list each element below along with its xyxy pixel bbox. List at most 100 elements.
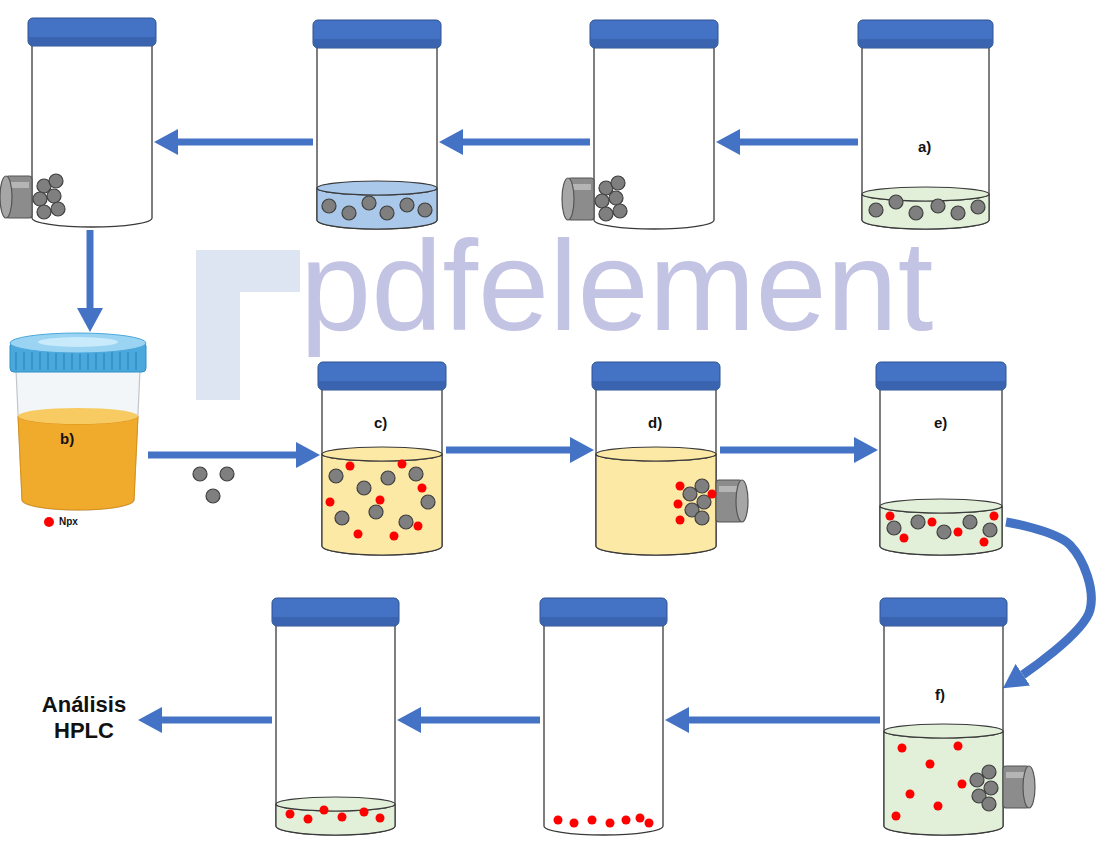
vial-body (880, 388, 1002, 555)
sample-vial: a) (858, 20, 993, 232)
analyte-dot (676, 482, 685, 491)
magnetic-bead (51, 202, 65, 216)
magnetic-bead (37, 179, 51, 193)
magnetic-bead (683, 487, 697, 501)
shape-group (0, 18, 156, 227)
analyte-dot (636, 814, 645, 823)
magnetic-bead (695, 479, 709, 493)
sample-vial: c) (318, 362, 446, 558)
analyte-dot (376, 814, 385, 823)
magnetic-bead (595, 194, 609, 208)
analyte-dot (926, 760, 935, 769)
shape-group (540, 598, 667, 835)
vial-body (862, 46, 989, 229)
magnetic-bead (342, 206, 356, 220)
legend-swatch (44, 517, 54, 527)
shape-group (876, 362, 1006, 555)
vial-drawing (28, 18, 156, 230)
magnetic-bead (613, 204, 627, 218)
vial-cap-band (314, 39, 440, 47)
magnetic-bead (982, 797, 996, 811)
shape-group (318, 362, 446, 555)
watermark-logo (196, 250, 300, 400)
urine-surface (18, 408, 138, 424)
magnetic-bead (685, 503, 699, 517)
vial-cap (590, 20, 718, 48)
label-wrapper: pdfelement (300, 222, 933, 350)
magnetic-bead (937, 525, 951, 539)
flow-arrow (162, 717, 272, 724)
vial-body (594, 46, 714, 229)
vial-body (322, 388, 442, 555)
magnetic-bead (362, 196, 376, 210)
vial-body (544, 624, 663, 835)
vial-cap-band (881, 617, 1006, 625)
loose-beads (193, 467, 234, 503)
magnetic-bead (193, 467, 207, 481)
vial-drawing (876, 362, 1006, 558)
analyte-dot (674, 500, 683, 509)
vial-body (276, 624, 395, 835)
analyte-dot (304, 815, 313, 824)
lid-ridge (127, 352, 129, 370)
analyte-dot (954, 742, 963, 751)
flow-arrow (178, 139, 313, 146)
magnetic-bead (599, 181, 613, 195)
magnet (1003, 766, 1029, 808)
magnetic-bead (951, 206, 965, 220)
vial-cap (876, 362, 1006, 390)
vial-cap (592, 362, 720, 390)
magnetic-bead (33, 192, 47, 206)
magnetic-bead (421, 495, 435, 509)
vial-cap-band (319, 381, 445, 389)
vial-drawing (318, 362, 446, 558)
vial-cap (540, 598, 667, 626)
magnet-highlight (719, 486, 739, 492)
analyte-dot (898, 744, 907, 753)
magnetic-bead (971, 200, 985, 214)
magnetic-bead (869, 203, 883, 217)
magnet (716, 480, 742, 522)
liquid-surface (322, 447, 442, 461)
step-label: e) (934, 414, 947, 432)
shape-group (592, 362, 748, 555)
lid-ridge (39, 352, 41, 370)
vial-cap-band (29, 37, 155, 45)
step-label: d) (648, 414, 662, 432)
flow-arrow (463, 139, 590, 146)
lid-top (10, 333, 146, 353)
vial-cap (28, 18, 156, 46)
analyte-dot (900, 534, 909, 543)
magnetic-bead (909, 206, 923, 220)
analyte-dot (606, 819, 615, 828)
lid-ridge (31, 352, 33, 370)
lid-inner (38, 337, 118, 347)
liquid-surface (884, 724, 1003, 738)
magnetic-bead (599, 207, 613, 221)
analyte-dot (354, 530, 363, 539)
magnetic-bead (381, 471, 395, 485)
shape-group (858, 20, 993, 229)
analyte-dot (676, 516, 685, 525)
magnetic-bead (982, 765, 996, 779)
vial-body (32, 44, 152, 227)
magnet-face (562, 178, 574, 220)
magnetic-bead (931, 199, 945, 213)
vial-liquid (880, 506, 1002, 555)
vial-cap (880, 598, 1007, 626)
analyte-dot (554, 816, 563, 825)
analyte-dot (958, 780, 967, 789)
vial-drawing (592, 362, 720, 558)
sample-vial (540, 598, 667, 838)
analyte-dot (338, 813, 347, 822)
vial-cap (858, 20, 993, 48)
magnet-face (1023, 766, 1035, 808)
vial-body (317, 46, 437, 229)
sample-vial (272, 598, 399, 838)
vial-drawing (880, 598, 1007, 838)
shape-group (313, 20, 441, 229)
magnetic-bead (695, 511, 709, 525)
vial-body (884, 624, 1003, 835)
